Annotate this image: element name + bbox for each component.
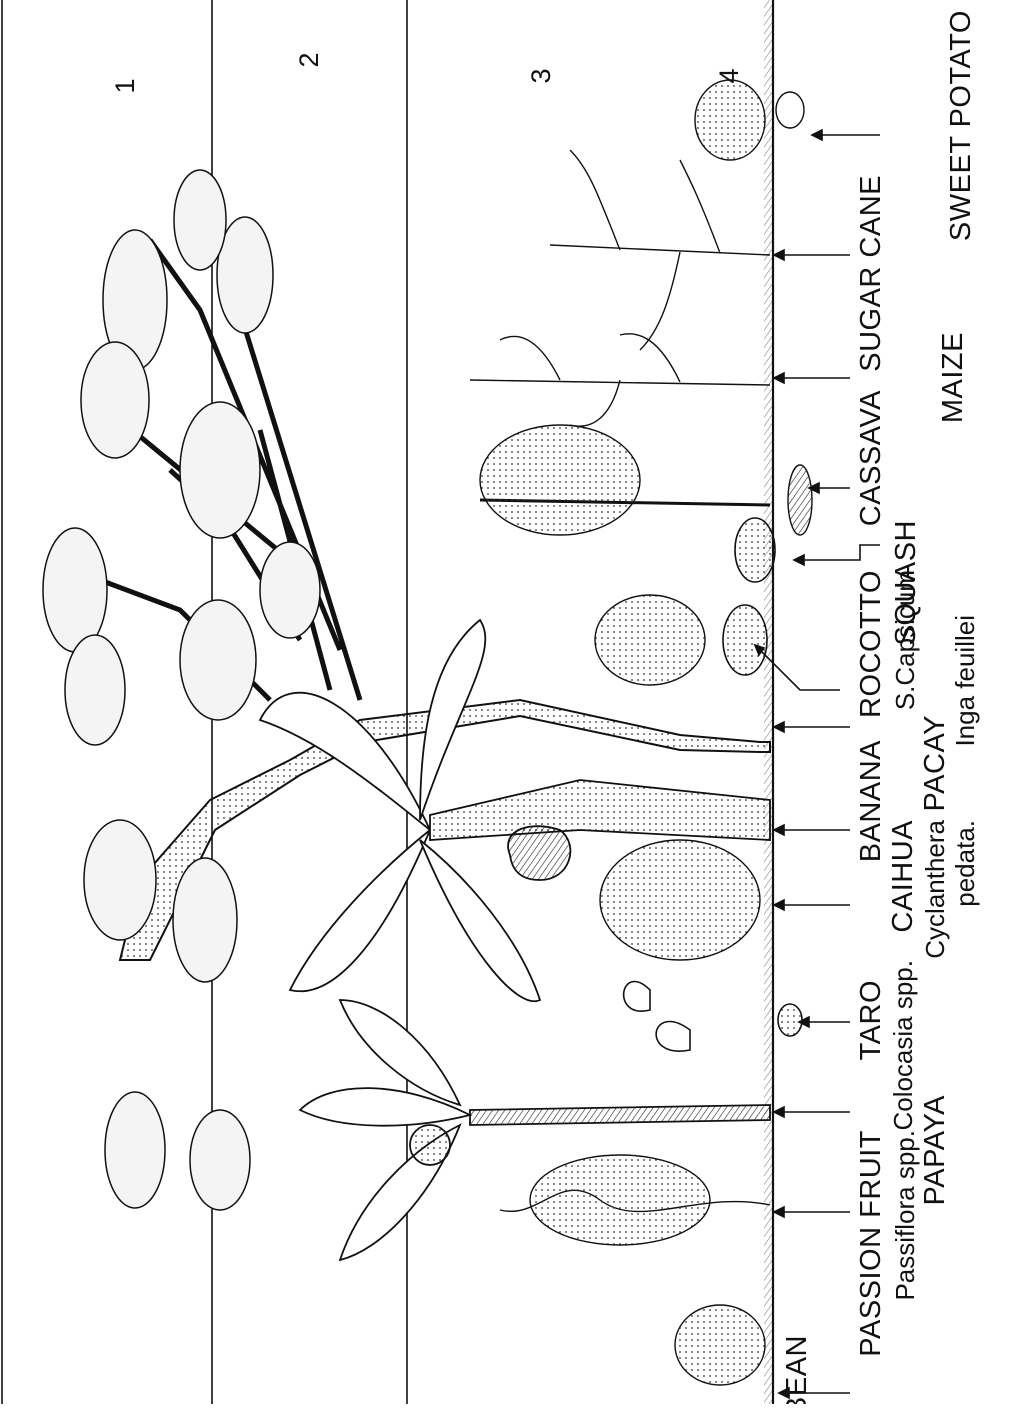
- arrow-caihua: [774, 900, 850, 910]
- cassava-root: [788, 465, 812, 535]
- layer-number-3: 3: [526, 68, 556, 83]
- sugar-cane-stalk: [550, 245, 770, 255]
- canopy-cluster: [190, 1110, 250, 1210]
- label-passion-fruit-sci: Passiflora spp.: [890, 1130, 920, 1301]
- layer-numbers: 1 2 3 4: [110, 52, 744, 93]
- banana-bunch: [508, 826, 570, 880]
- maize-leaf: [500, 336, 560, 380]
- bean-plant: [675, 1305, 765, 1385]
- taro-plant: [624, 982, 802, 1052]
- label-sugar-cane: SUGAR CANE: [855, 175, 887, 372]
- squash-fruit: [723, 605, 767, 675]
- caihua-plant: [600, 840, 760, 960]
- label-sweet-potato: SWEET POTATO: [945, 10, 977, 241]
- maize-leaf: [620, 334, 680, 382]
- label-banana: BANANA: [855, 740, 887, 862]
- arrow-passion-fruit: [774, 1207, 850, 1217]
- sugar-cane-leaf: [570, 150, 620, 250]
- canopy-cluster: [174, 170, 226, 270]
- taro-leaf: [624, 982, 650, 1012]
- passion-vine-foliage: [530, 1155, 710, 1245]
- sugar-cane-leaf: [640, 252, 680, 350]
- sugar-cane-plant: [550, 150, 770, 350]
- banana-stem: [430, 780, 770, 840]
- rocotto-foliage: [595, 595, 705, 685]
- bean-foliage: [675, 1305, 765, 1385]
- label-bean: BEAN: [781, 1335, 813, 1404]
- sweet-potato-plant: [695, 80, 804, 160]
- label-caihua-sci2: pedata.: [950, 820, 980, 907]
- maize-leaf: [570, 380, 620, 426]
- label-caihua-sci: Cyclanthera: [920, 819, 950, 958]
- arrow-cassava: [809, 483, 850, 493]
- canopy-cluster: [260, 542, 320, 638]
- cassava-foliage: [480, 425, 640, 535]
- rocotto-plant: [595, 595, 705, 685]
- canopy-cluster: [105, 1092, 165, 1208]
- papaya-fruit: [410, 1125, 450, 1165]
- passion-fruit-vine: [500, 1155, 770, 1245]
- banana-leaf: [290, 830, 430, 991]
- papaya-trunk: [470, 1105, 770, 1125]
- taro-corm: [778, 1004, 802, 1036]
- squash-fruit: [735, 518, 775, 582]
- arrow-banana: [774, 825, 850, 835]
- canopy-cluster: [180, 402, 260, 538]
- label-rocotto: ROCOTTO: [855, 570, 887, 718]
- label-inga-sci: Inga feuillei: [950, 615, 980, 747]
- label-passion-fruit: PASSION FRUIT: [855, 1130, 887, 1357]
- arrow-sugar-cane: [774, 250, 850, 260]
- label-rocotto-sci: S.Capsicum: [890, 570, 920, 710]
- canopy-cluster: [173, 858, 237, 982]
- cassava-plant: [480, 425, 812, 535]
- layer-number-1: 1: [110, 78, 140, 93]
- ground-strip: [764, 0, 773, 1404]
- label-pacay: PACAY: [919, 715, 951, 812]
- label-caihua: CAIHUA: [887, 820, 919, 933]
- sugar-cane-leaf: [680, 160, 720, 253]
- caihua-foliage: [600, 840, 760, 960]
- canopy-cluster: [84, 820, 156, 940]
- canopy-cluster: [81, 342, 149, 458]
- arrow-squash: [794, 545, 880, 565]
- arrow-pacay: [774, 722, 850, 732]
- label-colocasia-sci: Colocasia spp.: [888, 960, 918, 1131]
- pacay-canopy: [43, 170, 320, 1210]
- canopy-cluster: [65, 635, 125, 745]
- canopy-cluster: [180, 600, 256, 720]
- label-papaya: PAPAYA: [919, 1095, 951, 1206]
- label-cassava: CASSAVA: [855, 390, 887, 526]
- arrow-sweet-potato: [812, 130, 880, 140]
- sweet-potato-tuber: [776, 92, 804, 128]
- label-maize: MAIZE: [937, 332, 969, 423]
- arrow-taro: [799, 1017, 850, 1027]
- sweet-potato-foliage: [695, 80, 765, 160]
- arrow-papaya: [774, 1107, 850, 1117]
- layer-number-2: 2: [294, 52, 324, 67]
- canopy-cluster: [43, 528, 107, 652]
- label-taro: TARO: [855, 980, 887, 1060]
- plant-labels: SWEET POTATO SUGAR CANE MAIZE CASSAVA SQ…: [781, 10, 980, 1404]
- taro-leaf: [656, 1022, 690, 1052]
- arrow-maize: [774, 373, 850, 383]
- maize-plant: [470, 334, 770, 426]
